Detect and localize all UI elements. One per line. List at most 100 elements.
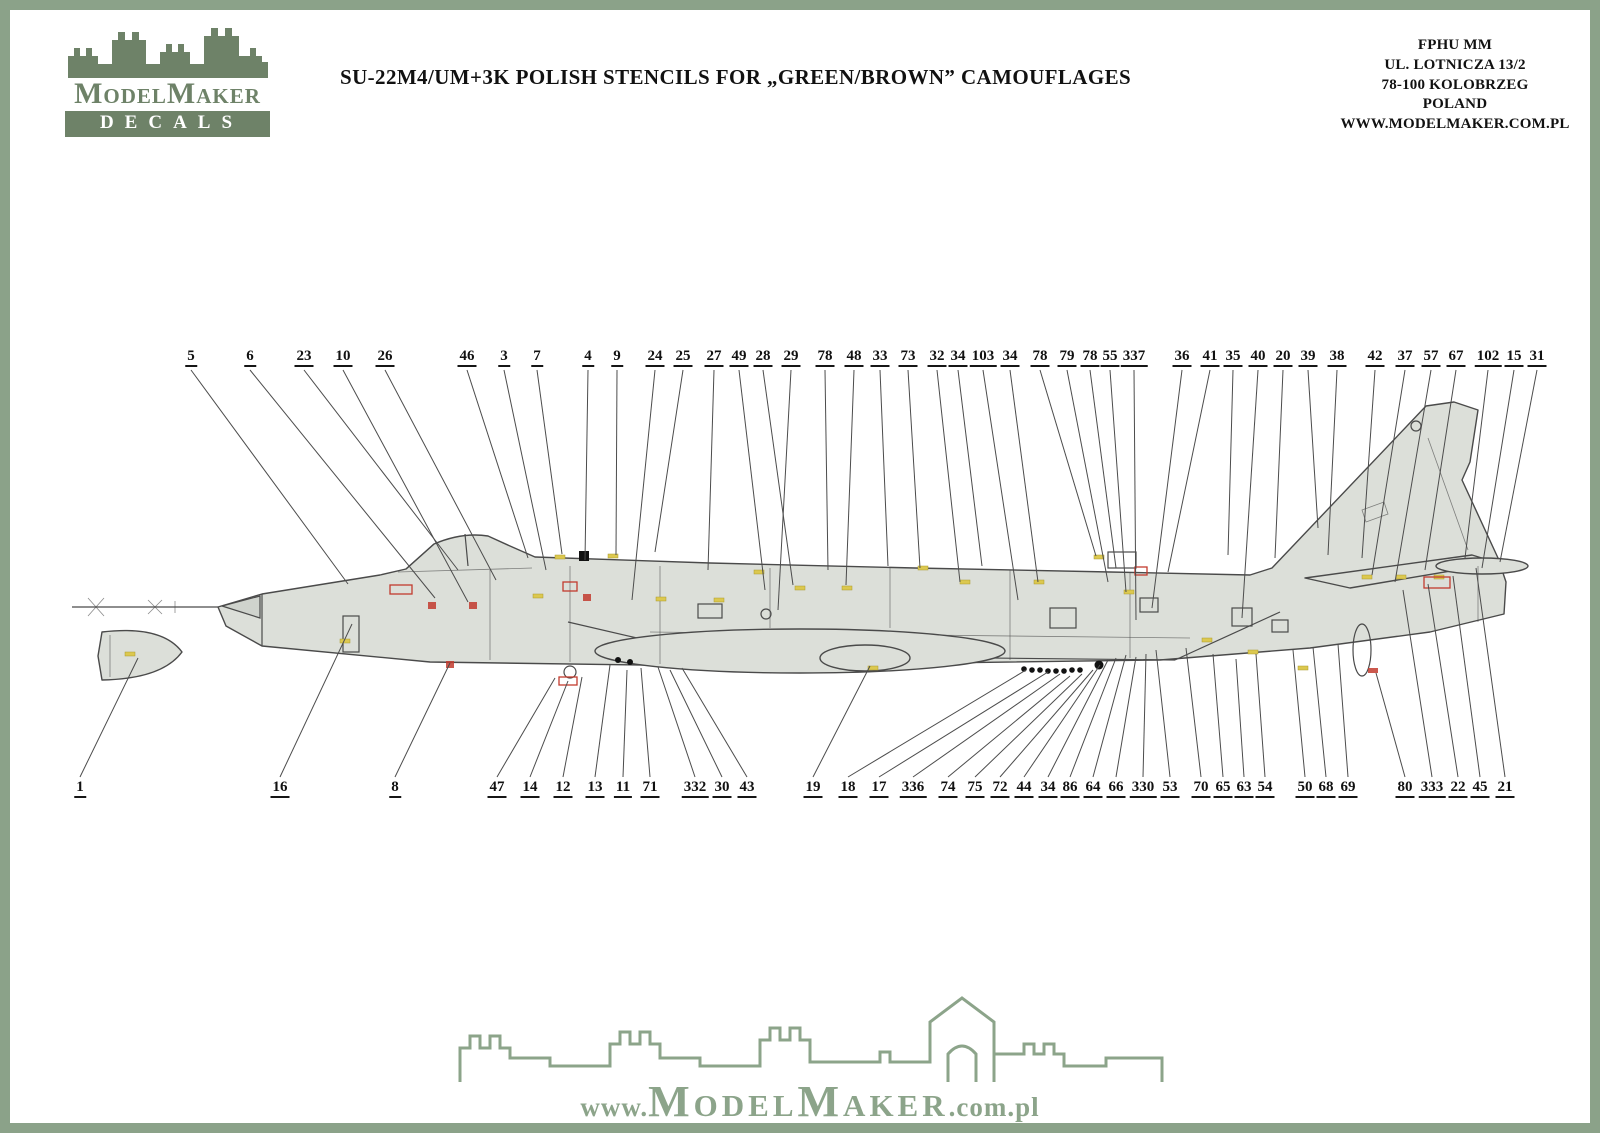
footer-website-url: www.ModelMaker.com.pl bbox=[10, 1076, 1590, 1126]
castle-outline-graphic bbox=[458, 996, 1164, 1082]
callout-number-71: 71 bbox=[640, 779, 660, 798]
callout-number-22: 22 bbox=[1448, 779, 1468, 798]
callout-number-74: 74 bbox=[938, 779, 958, 798]
callout-number-34: 34 bbox=[948, 348, 968, 367]
centreline-tank bbox=[594, 628, 1006, 674]
callout-number-35: 35 bbox=[1223, 348, 1243, 367]
callout-number-34: 34 bbox=[1000, 348, 1020, 367]
url-brand: ModelMaker bbox=[648, 1077, 949, 1126]
callout-number-28: 28 bbox=[753, 348, 773, 367]
callout-number-9: 9 bbox=[611, 348, 623, 367]
vent-dot-row bbox=[1021, 660, 1104, 674]
callout-number-65: 65 bbox=[1213, 779, 1233, 798]
callout-number-31: 31 bbox=[1527, 348, 1547, 367]
callout-number-54: 54 bbox=[1255, 779, 1275, 798]
modelmaker-logo: ModelMaker DECALS bbox=[65, 26, 270, 137]
callout-number-14: 14 bbox=[520, 779, 540, 798]
callout-number-102: 102 bbox=[1474, 348, 1502, 367]
canopy-marker bbox=[579, 551, 589, 561]
callout-number-78: 78 bbox=[1080, 348, 1100, 367]
callout-number-68: 68 bbox=[1316, 779, 1336, 798]
callout-number-67: 67 bbox=[1446, 348, 1466, 367]
callout-number-53: 53 bbox=[1160, 779, 1180, 798]
fuel-tank bbox=[97, 629, 183, 681]
callout-number-70: 70 bbox=[1191, 779, 1211, 798]
callout-number-1: 1 bbox=[74, 779, 86, 798]
url-suffix: .com.pl bbox=[948, 1092, 1040, 1122]
callout-number-30: 30 bbox=[712, 779, 732, 798]
address-line: 78-100 KOLOBRZEG bbox=[1381, 76, 1529, 93]
callout-number-24: 24 bbox=[645, 348, 665, 367]
callout-number-26: 26 bbox=[375, 348, 395, 367]
callout-number-41: 41 bbox=[1200, 348, 1220, 367]
callout-number-333: 333 bbox=[1418, 779, 1446, 798]
callout-number-21: 21 bbox=[1495, 779, 1515, 798]
manufacturer-address: FPHU MM UL. LOTNICZA 13/2 78-100 KOLOBRZ… bbox=[1335, 36, 1575, 135]
callout-number-45: 45 bbox=[1470, 779, 1490, 798]
callout-number-40: 40 bbox=[1248, 348, 1268, 367]
callout-number-43: 43 bbox=[737, 779, 757, 798]
callout-number-44: 44 bbox=[1014, 779, 1034, 798]
aircraft-profile-drawing bbox=[72, 401, 1529, 686]
callout-number-48: 48 bbox=[844, 348, 864, 367]
callout-number-5: 5 bbox=[185, 348, 197, 367]
callout-number-86: 86 bbox=[1060, 779, 1080, 798]
callout-number-79: 79 bbox=[1057, 348, 1077, 367]
callout-number-72: 72 bbox=[990, 779, 1010, 798]
page-title: SU-22M4/UM+3K POLISH STENCILS FOR „GREEN… bbox=[340, 65, 1132, 89]
logo-brand-text: ModelMaker bbox=[74, 77, 261, 110]
url-prefix: www. bbox=[580, 1092, 649, 1122]
callout-number-7: 7 bbox=[531, 348, 543, 367]
callout-number-11: 11 bbox=[613, 779, 633, 798]
callout-number-46: 46 bbox=[457, 348, 477, 367]
callout-number-3: 3 bbox=[498, 348, 510, 367]
callout-number-69: 69 bbox=[1338, 779, 1358, 798]
callout-number-78: 78 bbox=[1030, 348, 1050, 367]
callout-number-33: 33 bbox=[870, 348, 890, 367]
address-line: UL. LOTNICZA 13/2 bbox=[1384, 56, 1526, 73]
callout-number-50: 50 bbox=[1295, 779, 1315, 798]
callout-number-49: 49 bbox=[729, 348, 749, 367]
callout-number-32: 32 bbox=[927, 348, 947, 367]
callout-number-39: 39 bbox=[1298, 348, 1318, 367]
callout-number-25: 25 bbox=[673, 348, 693, 367]
callout-number-19: 19 bbox=[803, 779, 823, 798]
callout-number-16: 16 bbox=[270, 779, 290, 798]
callout-number-47: 47 bbox=[487, 779, 507, 798]
callout-number-38: 38 bbox=[1327, 348, 1347, 367]
callout-number-64: 64 bbox=[1083, 779, 1103, 798]
callout-number-78: 78 bbox=[815, 348, 835, 367]
callout-number-23: 23 bbox=[294, 348, 314, 367]
callout-number-57: 57 bbox=[1421, 348, 1441, 367]
callout-number-73: 73 bbox=[898, 348, 918, 367]
castle-logo-icon bbox=[67, 28, 268, 78]
callout-number-42: 42 bbox=[1365, 348, 1385, 367]
callout-number-34: 34 bbox=[1038, 779, 1058, 798]
callout-number-15: 15 bbox=[1504, 348, 1524, 367]
address-line: FPHU MM bbox=[1417, 37, 1493, 53]
callout-number-12: 12 bbox=[553, 779, 573, 798]
callout-number-55: 55 bbox=[1100, 348, 1120, 367]
callout-number-337: 337 bbox=[1120, 348, 1148, 367]
callout-number-10: 10 bbox=[333, 348, 353, 367]
logo-decals-band: DECALS bbox=[65, 111, 270, 137]
callout-number-8: 8 bbox=[389, 779, 401, 798]
callout-number-37: 37 bbox=[1395, 348, 1415, 367]
address-line: POLAND bbox=[1422, 96, 1488, 113]
callout-number-20: 20 bbox=[1273, 348, 1293, 367]
callout-number-330: 330 bbox=[1129, 779, 1157, 798]
callout-number-6: 6 bbox=[244, 348, 256, 367]
callout-number-103: 103 bbox=[969, 348, 997, 367]
callout-number-17: 17 bbox=[869, 779, 889, 798]
callout-number-4: 4 bbox=[582, 348, 594, 367]
callout-number-18: 18 bbox=[838, 779, 858, 798]
callout-number-80: 80 bbox=[1395, 779, 1415, 798]
callout-number-27: 27 bbox=[704, 348, 724, 367]
aircraft-body bbox=[72, 401, 1529, 681]
callout-number-13: 13 bbox=[585, 779, 605, 798]
address-line: WWW.MODELMAKER.COM.PL bbox=[1340, 116, 1570, 133]
callout-number-336: 336 bbox=[899, 779, 927, 798]
callout-number-75: 75 bbox=[965, 779, 985, 798]
callout-number-66: 66 bbox=[1106, 779, 1126, 798]
